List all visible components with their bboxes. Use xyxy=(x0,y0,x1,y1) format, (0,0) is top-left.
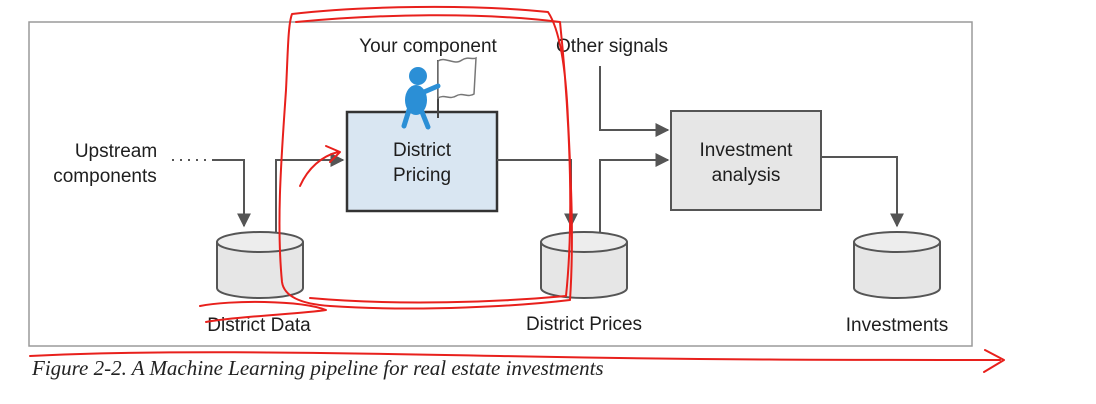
your-component-label: Your component xyxy=(359,36,497,57)
red-caption-underline-annotation xyxy=(29,349,1005,373)
district-pricing-label-line2: Pricing xyxy=(393,165,451,186)
other-signals-label: Other signals xyxy=(556,36,668,57)
district-prices-cylinder xyxy=(540,231,628,299)
district-data-cylinder xyxy=(216,231,304,299)
district-pricing-label-line1: District xyxy=(393,140,452,161)
investment-analysis-label-line2: analysis xyxy=(712,165,781,186)
upstream-to-district-data-arrow xyxy=(212,159,251,228)
analysis-to-investments-arrow xyxy=(821,156,904,228)
upstream-label-line1: Upstream xyxy=(75,141,157,162)
district-pricing-box xyxy=(345,110,499,213)
district-data-label: District Data xyxy=(207,315,311,336)
red-annotation-group xyxy=(29,5,1005,373)
investments-cylinder xyxy=(853,231,941,299)
investment-analysis-label-line1: Investment xyxy=(700,140,794,161)
upstream-label-line2: components xyxy=(53,166,157,187)
flag-figure-icon xyxy=(401,56,477,130)
investment-analysis-box xyxy=(670,110,822,211)
district-prices-label: District Prices xyxy=(526,314,642,335)
other-signals-arrow xyxy=(599,66,670,137)
red-underline-annotation xyxy=(199,300,327,323)
investments-label: Investments xyxy=(846,315,948,336)
red-arrow-annotation xyxy=(299,145,341,187)
diagram-frame xyxy=(28,21,973,347)
red-circle-annotation xyxy=(278,5,573,310)
figure-caption: Figure 2-2. A Machine Learning pipeline … xyxy=(32,356,604,380)
prices-to-analysis-arrow xyxy=(599,153,670,232)
